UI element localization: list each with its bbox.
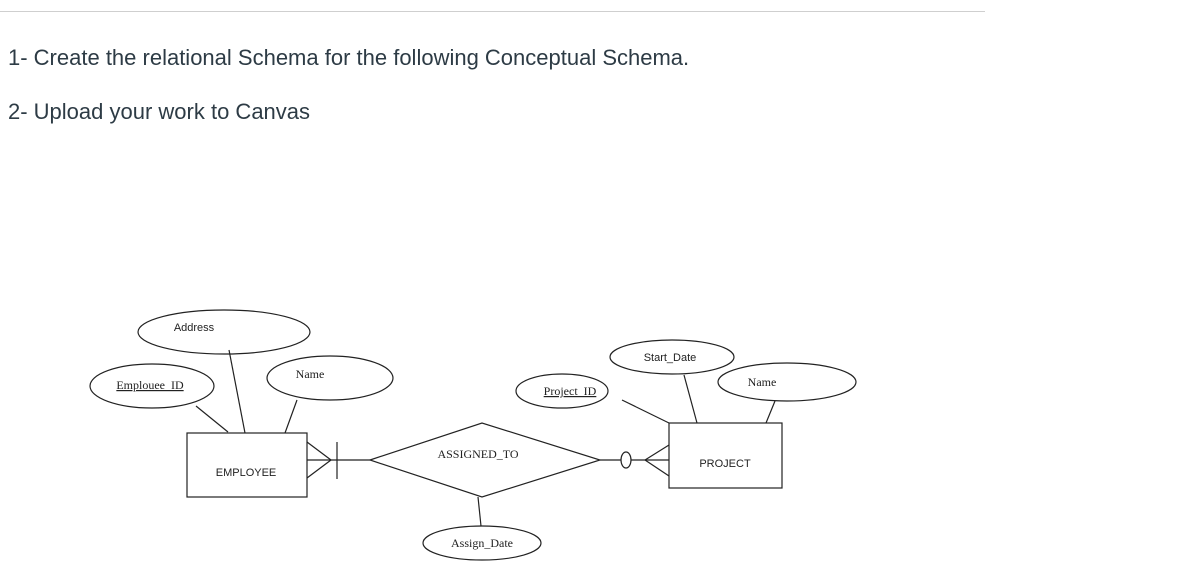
svg-text:Name: Name <box>296 367 325 381</box>
crows-foot-employee <box>306 441 370 479</box>
svg-text:EMPLOYEE: EMPLOYEE <box>216 467 277 479</box>
divider <box>0 11 985 12</box>
svg-text:ASSIGNED_TO: ASSIGNED_TO <box>437 447 518 461</box>
svg-text:PROJECT: PROJECT <box>699 458 751 470</box>
attr-start-date: Start_Date <box>609 339 735 424</box>
svg-text:Name: Name <box>748 375 777 389</box>
entity-employee: EMPLOYEE <box>186 432 308 498</box>
relationship-assigned-to: ASSIGNED_TO <box>368 422 603 498</box>
entity-project: PROJECT <box>668 422 783 489</box>
svg-text:Address: Address <box>174 322 215 334</box>
attr-employee-id: Emplouee_ID <box>89 363 229 433</box>
attr-assign-date: Assign_Date <box>422 496 542 561</box>
svg-text:Emplouee_ID: Emplouee_ID <box>116 378 184 392</box>
attr-address: Address <box>137 309 311 434</box>
instruction-2: 2- Upload your work to Canvas <box>8 99 311 124</box>
svg-text:Assign_Date: Assign_Date <box>451 536 513 550</box>
instruction-1: 1- Create the relational Schema for the … <box>8 45 690 70</box>
attr-project-id: Project_ID <box>515 373 670 424</box>
attr-project-name: Name <box>717 362 857 424</box>
attr-employee-name: Name <box>266 355 394 434</box>
svg-text:Project_ID: Project_ID <box>544 384 597 398</box>
svg-text:Start_Date: Start_Date <box>644 352 697 364</box>
crows-foot-project <box>600 444 670 477</box>
